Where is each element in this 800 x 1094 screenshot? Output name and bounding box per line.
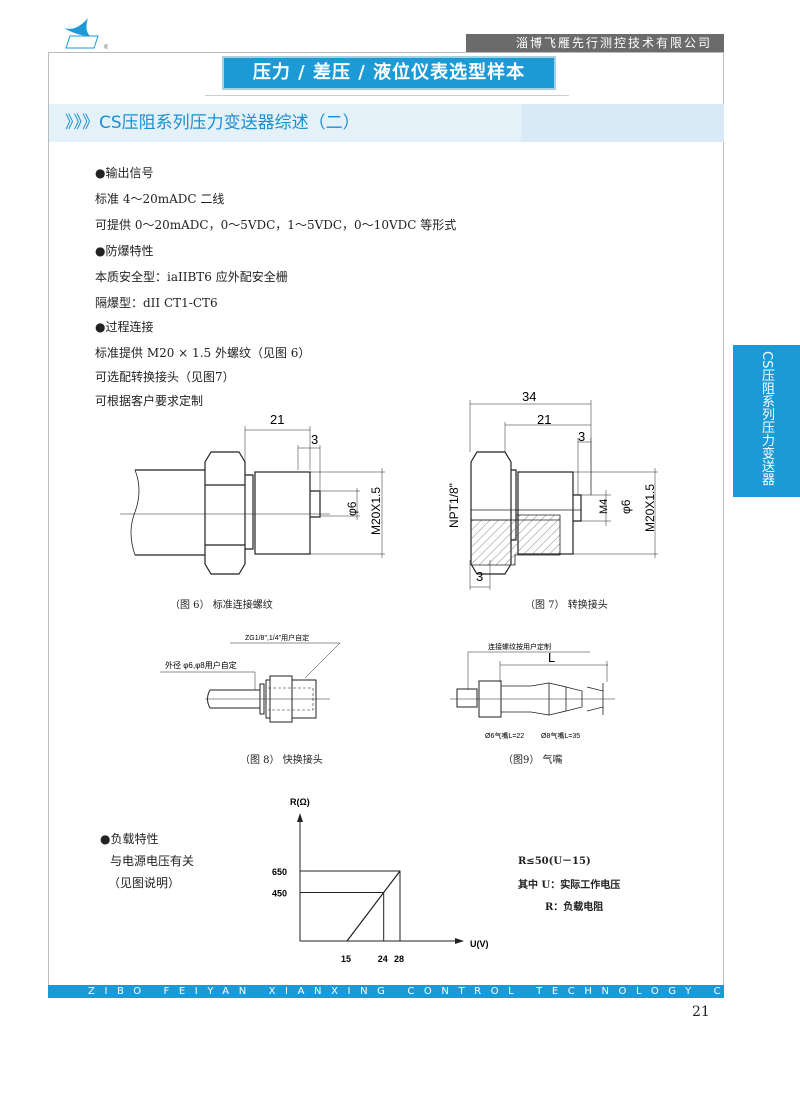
spec-line: 标准 4～20mADC 二线 [95,192,225,206]
figure-7-caption: （图 7） 转换接头 [525,600,608,611]
spec-line: 本质安全型：iaIIBT6 应外配安全栅 [95,270,288,284]
catalog-title: 压力 / 差压 / 液位仪表选型样本 [222,56,556,90]
company-banner: 淄博飞雁先行测控技术有限公司 [466,34,724,52]
note-thread: 连接螺纹按用户定制 [488,642,551,651]
dim-21: 21 [537,412,551,427]
section-title: 》》》CS压阻系列压力变送器综述（二） [49,104,724,142]
note-thread: ZG1/8",1/4"用户自定 [245,633,309,642]
load-line: 与电源电压有关 [110,854,195,868]
y-axis-arrow [297,813,303,822]
x-tick-label: 15 [341,954,351,964]
dim-npt: NPT1/8" [447,483,461,528]
footer-bar: ZIBO FEIYAN XIANXING CONTROL TECHNOLOGY … [48,985,724,998]
x-tick-label: 24 [378,954,388,964]
dim-thread: M20X1.5 [369,487,383,535]
note-od: 外径 φ6,φ8用户自定 [165,660,237,670]
formula-where-r: R：负载电阻 [545,902,604,913]
figure-6-caption: （图 6） 标准连接螺纹 [170,600,273,611]
spec-heading: ●防爆特性 [95,244,154,258]
x-tick-label: 28 [394,954,404,964]
spec-line: 可根据客户要求定制 [95,394,204,408]
dim-21: 21 [270,412,284,427]
spec-heading: ●过程连接 [95,320,154,334]
figure-8-caption: （图 8） 快换接头 [240,755,323,766]
page-frame [48,52,724,986]
load-line: （见图说明） [108,876,181,890]
spec-line: 标准提供 M20 × 1.5 外螺纹（见图 6） [95,346,311,360]
dim-thread: M20X1.5 [643,484,657,532]
note-6: Ø6气嘴L=22 [485,731,524,740]
y-axis-label: R(Ω) [290,797,310,807]
side-tab[interactable]: CS压阻系列压力变送器综述 [692,345,800,497]
load-formula: R≤50(U－15) [518,856,591,867]
load-chart: R(Ω) U(V) 15 24 28 450 650 [272,797,489,964]
figure-8-drawing [160,642,341,723]
dim-m4: M4 [598,499,610,514]
load-heading: ●负载特性 [100,832,159,846]
figure-9-caption: （图9） 气嘴 [503,755,563,766]
y-tick-label: 650 [272,867,287,877]
series-line [346,870,401,942]
dim-3: 3 [311,432,318,447]
dim-3b: 3 [476,569,483,584]
guide-line [300,892,385,941]
company-logo: ® [58,14,109,51]
spec-line: 可提供 0～20mADC，0～5VDC，1～5VDC，0～10VDC 等形式 [95,218,457,232]
dim-34: 34 [522,389,536,404]
x-axis-label: U(V) [470,939,489,949]
page-number: 21 [692,1004,710,1020]
dim-phi6: φ6 [345,501,359,516]
spec-heading: ●输出信号 [95,166,154,180]
dim-3: 3 [578,429,585,444]
figure-6-drawing [120,426,385,575]
dim-phi6: φ6 [619,499,633,514]
y-tick-label: 450 [272,889,287,899]
note-8: Ø8气嘴L=35 [541,731,580,740]
divider [205,95,569,96]
guide-line [300,870,401,941]
svg-text:®: ® [104,44,108,50]
formula-where-u: 其中 U：实际工作电压 [518,880,621,891]
figure-9-drawing [450,651,615,718]
dim-L: L [548,650,555,665]
figure-7-drawing [469,400,658,590]
spec-line: 可选配转换接头（见图7） [95,370,235,384]
spec-line: 隔爆型：dII CT1-CT6 [95,296,218,310]
x-axis-arrow [455,938,464,944]
